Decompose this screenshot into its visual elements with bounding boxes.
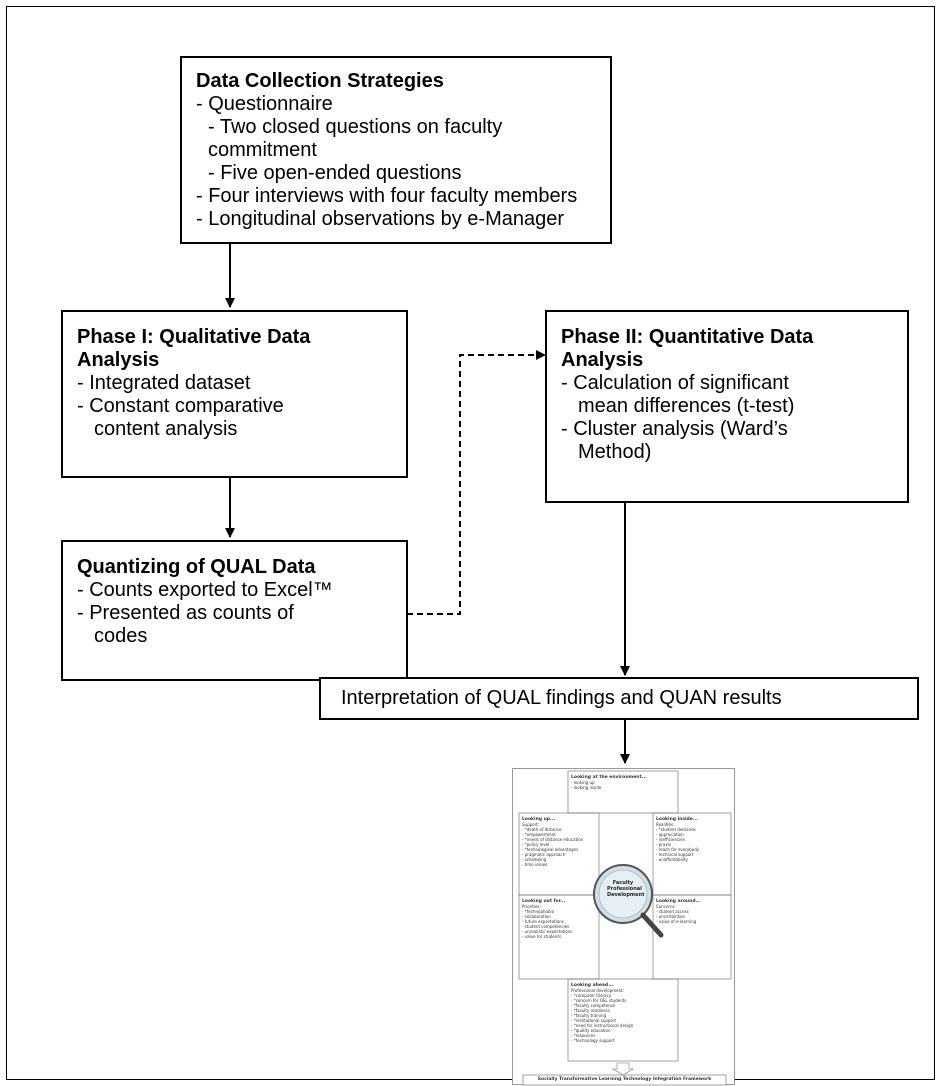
framework-text: - collaboration	[522, 914, 551, 919]
framework-text: - future expectations	[522, 919, 564, 924]
framework-right-around-title: Looking around...	[656, 899, 701, 904]
framework-text: - *quality education	[571, 1028, 611, 1033]
framework-text: - *concern for OEL students	[571, 998, 627, 1003]
framework-text: - looking up	[571, 780, 595, 785]
framework-text: - *death of distance	[522, 827, 562, 832]
framework-text: - uncertainties	[656, 914, 685, 919]
framework-text: - appreciation	[656, 832, 684, 837]
interpretation-text: Interpretation of QUAL findings and QUAN…	[341, 687, 782, 709]
phase2-item: - Cluster analysis (Ward’s	[561, 418, 788, 440]
phase1-box: Phase I: Qualitative Data Analysis - Int…	[61, 310, 408, 478]
framework-text: Support:	[522, 822, 540, 827]
figure-frame	[6, 6, 935, 1080]
phase2-item-continued: mean differences (t-test)	[578, 395, 795, 417]
framework-text: - value for students	[522, 934, 562, 939]
framework-text: - praxis	[656, 842, 671, 847]
framework-text: - *need for instructional design	[571, 1023, 634, 1028]
quantizing-item: - Presented as counts of	[77, 602, 294, 624]
collection-item: - Two closed questions on faculty commit…	[208, 116, 503, 161]
dashed-arrow-quantizing-to-phase2	[407, 350, 546, 615]
quantizing-item: - Counts exported to Excel™	[77, 579, 333, 601]
framework-text: - student access	[656, 909, 689, 914]
framework-text: - *faculty competence	[571, 1003, 616, 1008]
phase2-box: Phase II: Quantitative Data Analysis - C…	[545, 310, 909, 503]
framework-top-title: Looking at the environment...	[571, 775, 647, 780]
data-collection-title: Data Collection Strategies	[196, 70, 444, 92]
data-collection-box: Data Collection Strategies - Questionnai…	[180, 56, 612, 244]
phase2-title-line2: Analysis	[561, 349, 644, 371]
framework-left-up-title: Looking up...	[522, 817, 556, 822]
phase1-title-line1: Phase I: Qualitative Data	[77, 326, 311, 348]
phase2-item: - Calculation of significant	[561, 372, 789, 394]
framework-text: Concerns:	[656, 904, 676, 909]
quantizing-item-continued: codes	[94, 625, 148, 647]
phase1-title-line2: Analysis	[77, 349, 160, 371]
framework-text: - *empowerment	[522, 832, 556, 837]
framework-text: - *faculty training	[571, 1013, 607, 1018]
framework-text: - pragmatic approach	[522, 852, 566, 857]
framework-text: - unrealistic expectations	[522, 929, 573, 934]
framework-text: - *faculty readiness	[571, 1008, 610, 1013]
framework-text: - *technology support	[571, 1038, 615, 1043]
framework-text: - *policy level	[522, 842, 550, 847]
framework-left-out-title: Looking out for...	[522, 899, 566, 904]
framework-text: - time issues	[522, 862, 548, 867]
framework-text: - technical support	[656, 852, 694, 857]
collection-item: - Four interviews with four faculty memb…	[196, 185, 578, 207]
phase1-item: - Constant comparative	[77, 395, 284, 417]
phase1-item-continued: content analysis	[94, 418, 238, 440]
framework-right-around-quadrant: Looking around... Concerns: - student ac…	[656, 898, 730, 924]
framework-footer: Socially Transformative Learning Technol…	[537, 1077, 712, 1082]
framework-thumbnail: Faculty Professional Development Looking…	[512, 768, 735, 1086]
framework-text: - *institutional support	[571, 1018, 617, 1023]
framework-text: Realities:	[656, 822, 675, 827]
quantizing-box: Quantizing of QUAL Data - Counts exporte…	[61, 540, 408, 681]
framework-text: Professional development:	[571, 988, 625, 993]
framework-text: Priorities:	[522, 904, 541, 909]
framework-text: - reach for everybody	[656, 847, 700, 852]
framework-left-up-quadrant: Looking up... Support: - *death of dista…	[522, 816, 598, 867]
framework-text: - *computer literacy	[571, 993, 612, 998]
framework-text: - value of e-learning	[656, 919, 697, 924]
framework-text: - *student demands	[656, 827, 696, 832]
framework-text: - inefficiencies	[656, 837, 685, 842]
framework-center-line3: Development	[607, 892, 645, 898]
framework-text: - looking inside	[571, 785, 602, 790]
framework-left-out-quadrant: Looking out for... Priorities: - *techno…	[522, 898, 598, 939]
framework-text: - *technological advantages	[522, 847, 579, 852]
phase2-title-line1: Phase II: Quantitative Data	[561, 326, 814, 348]
framework-text: - student competencies	[522, 924, 570, 929]
framework-grid	[518, 770, 732, 1086]
collection-item: - Questionnaire	[196, 93, 333, 115]
framework-right-in-title: Looking inside...	[656, 817, 698, 822]
framework-text: - scheduling	[522, 857, 547, 862]
phase2-item-continued: Method)	[578, 441, 652, 463]
quantizing-title: Quantizing of QUAL Data	[77, 556, 316, 578]
phase1-item: - Integrated dataset	[77, 372, 251, 394]
framework-top-quadrant: Looking at the environment... - looking …	[571, 774, 677, 790]
interpretation-box: Interpretation of QUAL findings and QUAN…	[319, 677, 919, 720]
framework-center-line2: Professional	[607, 886, 642, 892]
framework-right-in-quadrant: Looking inside... Realities: - *student …	[656, 816, 730, 862]
collection-item: - Longitudinal observations by e-Manager	[196, 208, 564, 230]
framework-center-line1: Faculty	[612, 880, 634, 886]
framework-text: - *technophobia	[522, 909, 555, 914]
framework-bottom-quadrant: Looking ahead... Professional developmen…	[571, 982, 677, 1043]
framework-text: - *needs of distance education	[522, 837, 584, 842]
collection-item: - Five open-ended questions	[208, 162, 462, 184]
framework-text: - *resources	[571, 1033, 596, 1038]
framework-bottom-title: Looking ahead...	[571, 983, 614, 988]
framework-text: - unaffordability	[656, 857, 688, 862]
